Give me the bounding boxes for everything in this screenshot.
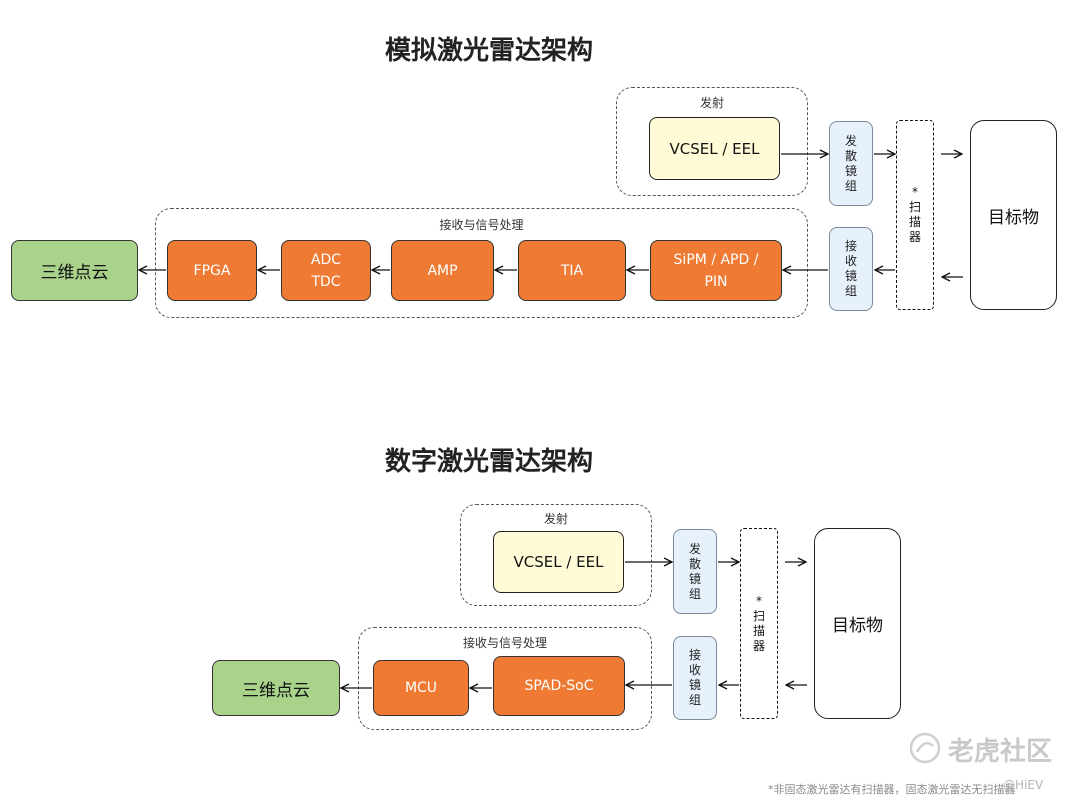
analog-scanner-box: * 扫 描 器	[896, 120, 934, 310]
watermark-logo-icon	[909, 732, 941, 764]
digital-emit-optics-box: 发 散 镜 组	[673, 529, 717, 614]
analog-emit-optics-box: 发 散 镜 组	[829, 121, 873, 206]
digital-receive-optics-char: 接	[688, 648, 701, 662]
digital-receive-optics-char: 组	[688, 693, 701, 707]
analog-emit-optics-char: 散	[844, 148, 857, 163]
analog-adc-tdc-box: ADC TDC	[281, 240, 371, 301]
digital-emit-optics-char: 组	[688, 586, 701, 601]
analog-receive-group-label: 接收与信号处理	[439, 218, 524, 232]
digital-spad-box: SPAD-SoC	[493, 656, 625, 716]
digital-emitter-box: VCSEL / EEL	[493, 531, 624, 593]
analog-scanner-char: 器	[908, 230, 921, 244]
watermark-text: 老虎社区	[948, 737, 1053, 767]
analog-adc-line: ADC	[310, 251, 342, 268]
analog-emit-optics-char: 发	[844, 133, 857, 148]
analog-target-box: 目标物	[970, 120, 1057, 310]
analog-receive-optics-char: 镜	[844, 269, 857, 283]
digital-receive-optics-box: 接 收 镜 组	[673, 636, 717, 720]
digital-receive-optics-char: 收	[688, 663, 701, 677]
analog-output-box: 三维点云	[11, 240, 138, 301]
digital-emit-optics-char: 发	[688, 541, 701, 556]
digital-scanner-box: * 扫 描 器	[740, 528, 778, 719]
analog-scanner-char: 描	[908, 215, 921, 229]
digital-scanner-char: 扫	[752, 608, 765, 623]
digital-receive-group-label: 接收与信号处理	[462, 636, 547, 650]
analog-emit-optics-char: 组	[844, 178, 857, 193]
analog-emitter-box: VCSEL / EEL	[649, 117, 780, 180]
digital-emit-optics-char: 镜	[688, 571, 701, 586]
analog-receive-group	[155, 208, 808, 318]
analog-receive-optics-char: 接	[844, 239, 857, 253]
analog-emit-optics-char: 镜	[844, 163, 857, 178]
footnote: *非固态激光雷达有扫描器，固态激光雷达无扫描器	[768, 783, 1016, 796]
digital-scanner-char: *	[755, 593, 762, 608]
analog-tia-box: TIA	[518, 240, 626, 301]
analog-tdc-line: TDC	[311, 273, 341, 290]
analog-fpga-box: FPGA	[167, 240, 257, 301]
analog-amp-box: AMP	[391, 240, 494, 301]
analog-detector-line: PIN	[704, 273, 728, 290]
analog-scanner-char: *	[911, 185, 918, 199]
analog-receive-optics-char: 收	[844, 254, 857, 268]
digital-receive-group	[358, 627, 652, 730]
analog-scanner-char: 扫	[908, 200, 921, 214]
analog-title: 模拟激光雷达架构	[385, 36, 594, 66]
digital-mcu-box: MCU	[373, 660, 469, 716]
digital-scanner-char: 器	[752, 638, 765, 653]
analog-emit-group-label: 发射	[699, 96, 724, 110]
digital-emit-group	[460, 504, 652, 606]
analog-receive-optics-box: 接 收 镜 组	[829, 227, 873, 311]
analog-detector-line: SiPM / APD /	[673, 251, 759, 268]
digital-scanner-char: 描	[752, 623, 765, 638]
digital-emit-group-label: 发射	[543, 512, 568, 526]
analog-receive-optics-char: 组	[844, 284, 857, 298]
digital-receive-optics-char: 镜	[688, 678, 701, 692]
digital-title: 数字激光雷达架构	[385, 447, 594, 477]
digital-emit-optics-char: 散	[688, 556, 701, 571]
digital-target-box: 目标物	[814, 528, 901, 719]
watermark-handle: @HiEV	[1003, 778, 1044, 792]
analog-detector-box: SiPM / APD / PIN	[650, 240, 782, 301]
digital-output-box: 三维点云	[212, 660, 340, 716]
analog-emit-group	[616, 87, 808, 196]
